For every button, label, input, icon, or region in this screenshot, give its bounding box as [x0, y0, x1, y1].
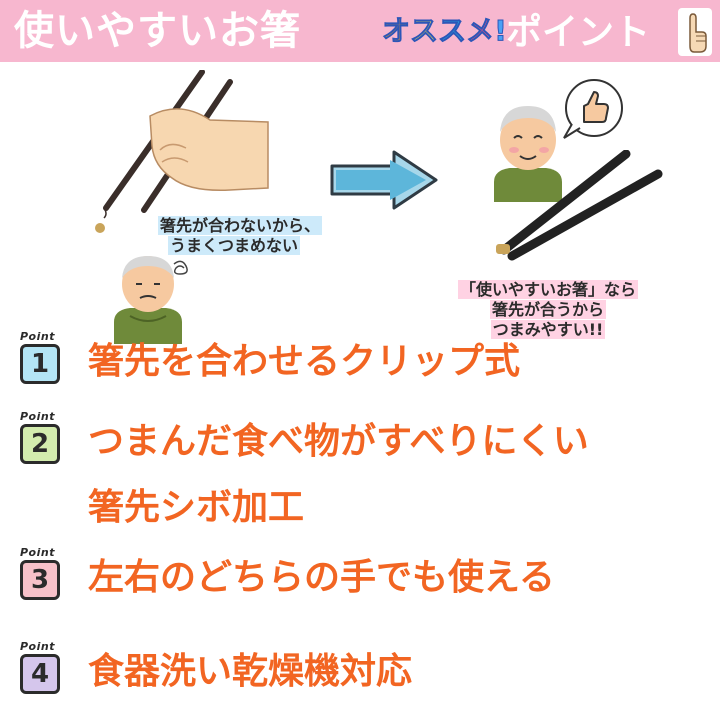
point-text: 左右のどちらの手でも使える [88, 557, 555, 598]
banner-title: 使いやすいお箸 [14, 8, 301, 54]
benefit-caption: 「使いやすいお箸」なら 箸先が合うから つまみやすい!! [458, 280, 639, 340]
badge-char: ! [494, 14, 508, 48]
confused-elderly-man-illustration [114, 256, 188, 344]
point-number-badge: 4 [20, 654, 60, 694]
point-label: Point [20, 546, 55, 559]
hand-holding-chopsticks-illustration [95, 70, 269, 233]
point-label: Point [20, 410, 55, 423]
badge-char: メ [466, 14, 495, 48]
point-number-badge: 2 [20, 424, 60, 464]
point-text: 食器洗い乾燥機対応 [88, 651, 413, 692]
point-number-badge: 1 [20, 344, 60, 384]
thumbs-up-icon [563, 79, 623, 139]
caption-line: 「使いやすいお箸」なら [458, 280, 639, 299]
header-banner: 使いやすいお箸 オススメ! ポイント [0, 0, 720, 62]
caption-line: 箸先が合わないから、 [158, 216, 323, 235]
point-text: つまんだ食べ物がすべりにくい [88, 421, 589, 462]
badge-char: オ [381, 14, 411, 48]
chopsticks-illustration [496, 150, 663, 261]
recommend-badge: オススメ! [381, 12, 508, 50]
happy-elderly-man-illustration [494, 106, 562, 202]
problem-caption: 箸先が合わないから、 うまくつまめない [158, 216, 323, 256]
point-text: 箸先を合わせるクリップ式 [88, 341, 521, 382]
badge-char: ス [438, 14, 467, 48]
badge-char: ス [410, 14, 439, 48]
point-label: Point [20, 330, 55, 343]
caption-line: 箸先が合うから [490, 300, 607, 319]
point-number-badge: 3 [20, 560, 60, 600]
caption-line: つまみやすい!! [490, 320, 606, 339]
arrow-right-icon [330, 150, 438, 210]
banner-suffix: ポイント [506, 12, 651, 53]
pointing-up-hand-icon [678, 8, 712, 56]
caption-line: うまくつまめない [168, 236, 301, 255]
point-label: Point [20, 640, 55, 653]
point-text-continuation: 箸先シボ加工 [88, 487, 305, 528]
